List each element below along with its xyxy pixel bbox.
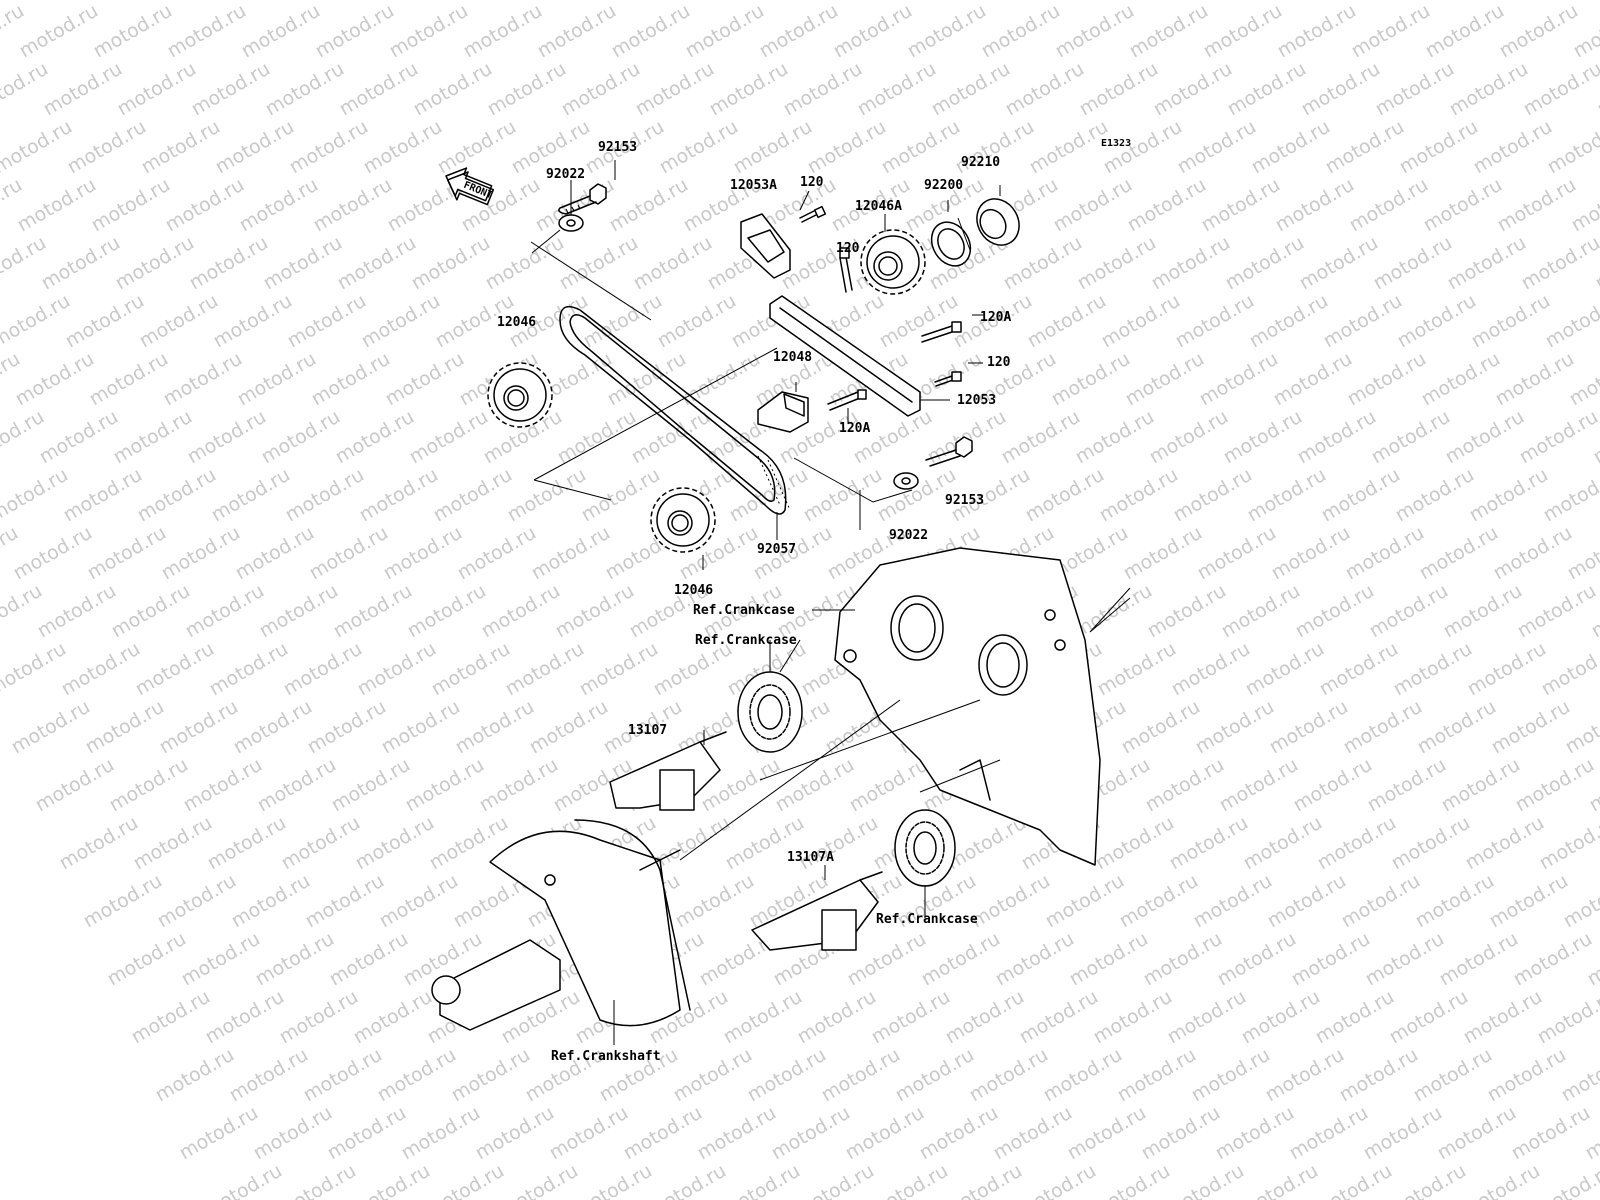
- callout-12046A: 12046A: [855, 199, 902, 214]
- washer-92022-bottom: [893, 472, 919, 490]
- callout-120-b: 120: [836, 241, 860, 256]
- bearing-upper: [737, 671, 803, 753]
- callout-92200: 92200: [924, 178, 964, 193]
- crankcase-cover: [834, 547, 1101, 866]
- front-arrow: FRONT: [445, 167, 495, 206]
- bolt-92153-bottom: [925, 436, 973, 467]
- balancer-shaft-13107: [609, 731, 727, 811]
- callout-92022-top: 92022: [546, 167, 586, 182]
- callout-12053A: 12053A: [730, 178, 777, 193]
- chain-guide-12053: [769, 295, 921, 417]
- sprocket-12046-top: [487, 362, 553, 428]
- callout-120A-a: 120A: [980, 310, 1012, 325]
- tensioner-12048: [757, 391, 809, 433]
- callout-ref-crankcase-3: Ref.Crankcase: [876, 912, 978, 927]
- callout-120-c: 120: [987, 355, 1011, 370]
- bearing-lower: [894, 809, 956, 887]
- bolt-120A-b: [827, 389, 867, 411]
- callout-12046-top: 12046: [497, 315, 537, 330]
- callout-92153-bottom: 92153: [945, 493, 985, 508]
- callout-13107: 13107: [628, 723, 668, 738]
- chain-guide-12053A: [740, 213, 791, 279]
- timing-chain-92057: [559, 305, 791, 515]
- washer-92200: [930, 221, 972, 267]
- callout-13107A: 13107A: [787, 850, 834, 865]
- callout-ref-crankshaft: Ref.Crankshaft: [551, 1049, 661, 1064]
- callout-120A-b: 120A: [839, 421, 871, 436]
- callout-12048: 12048: [773, 350, 813, 365]
- sprocket-12046-bottom: [650, 487, 716, 553]
- callout-92210: 92210: [961, 155, 1001, 170]
- sprocket-12046A: [860, 229, 926, 295]
- callout-ref-crankcase-2: Ref.Crankcase: [695, 633, 797, 648]
- callout-92022-bottom: 92022: [889, 528, 929, 543]
- nut-92210: [976, 198, 1020, 246]
- bolt-120-a: [799, 205, 827, 223]
- callout-12046-bottom: 12046: [674, 583, 714, 598]
- figure-code: E1323: [1101, 138, 1132, 149]
- bolt-92153-top: [558, 183, 607, 215]
- crankshaft: [431, 819, 691, 1031]
- bolt-120-b: [839, 247, 853, 293]
- callout-92153-top: 92153: [598, 140, 638, 155]
- callout-120-a: 120: [800, 175, 824, 190]
- bolt-120-c: [934, 371, 962, 387]
- leader-lines: [530, 160, 1131, 1045]
- callout-92057: 92057: [757, 542, 797, 557]
- callout-ref-crankcase-1: Ref.Crankcase: [693, 603, 795, 618]
- callout-12053: 12053: [957, 393, 997, 408]
- washer-92022-top: [558, 214, 584, 232]
- bolt-120A-a: [921, 321, 962, 343]
- balancer-shaft-13107A: [751, 871, 883, 951]
